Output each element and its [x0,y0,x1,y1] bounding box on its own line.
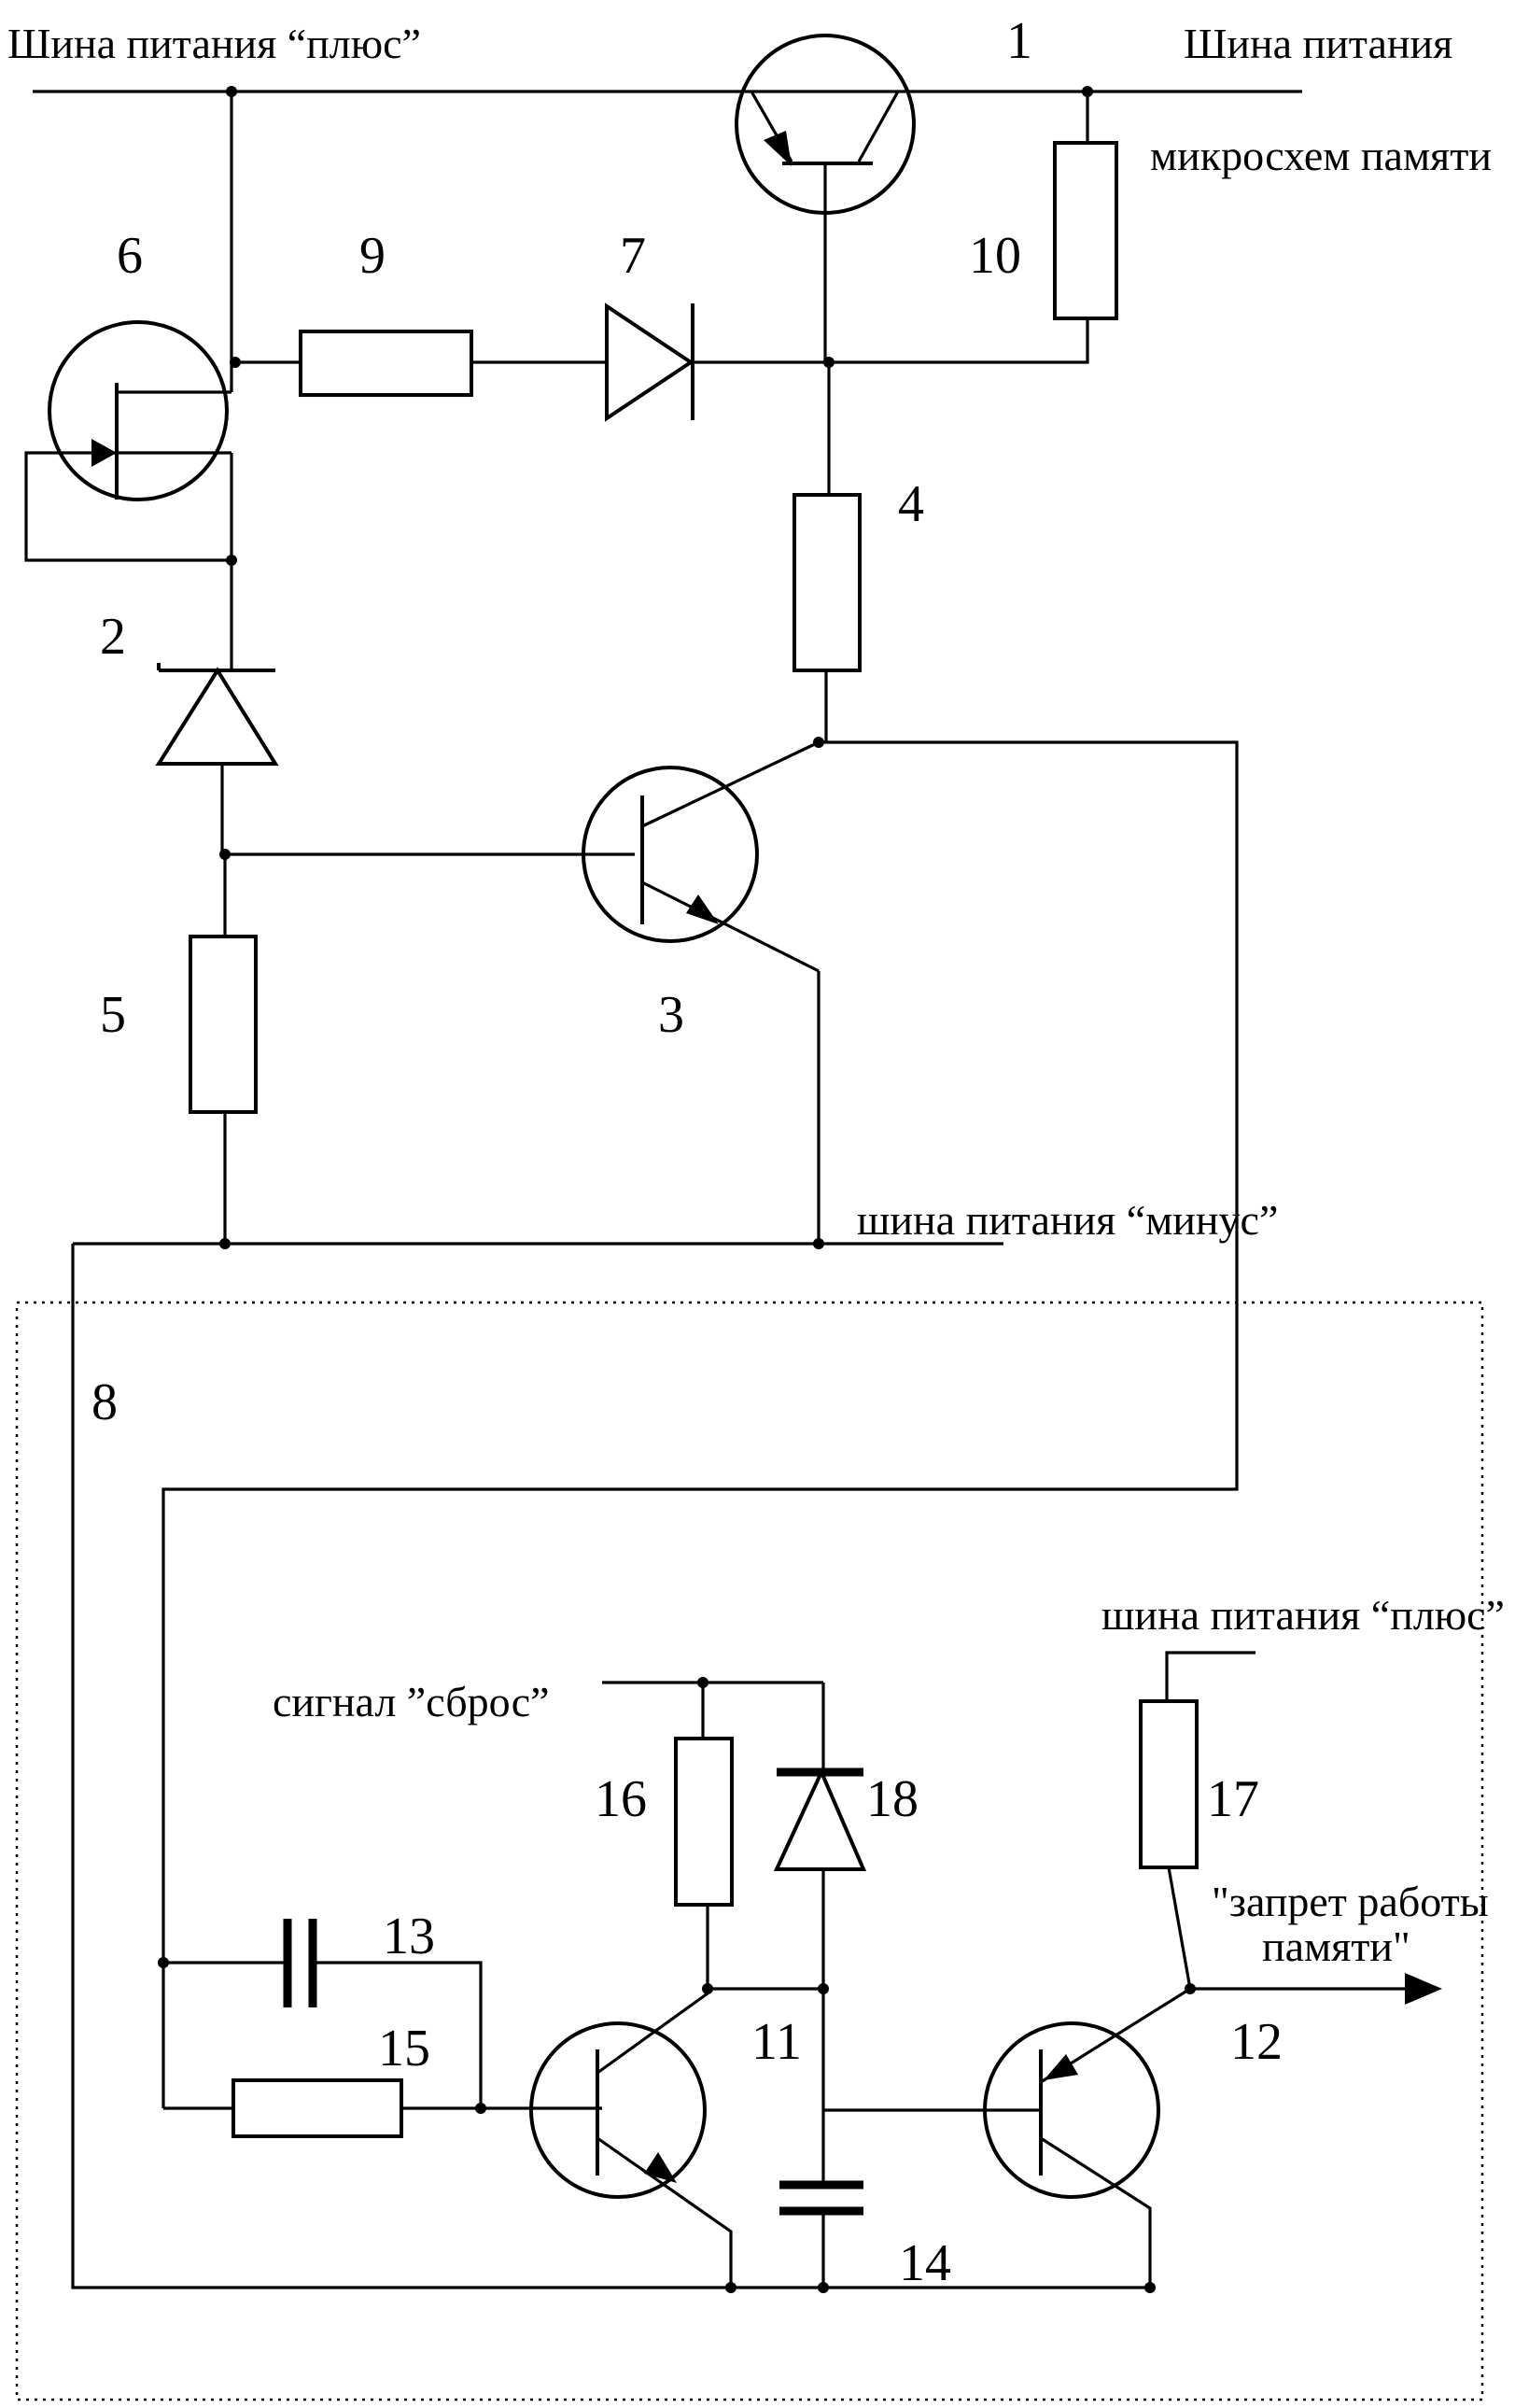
bus-minus-label: шина питания “минус” [857,1196,1278,1244]
bus-plus-bottom-label: шина питания “плюс” [1101,1591,1505,1639]
junction-dot [219,1238,231,1249]
component-17-number: 17 [1207,1770,1259,1828]
component-3-number: 3 [658,986,684,1044]
diode-7 [607,303,829,420]
memory-bus-label-line2: микросхем памяти [1150,132,1492,179]
junction-dot [818,2282,829,2293]
component-8-number: 8 [91,1373,118,1431]
transistor-12 [985,1989,1190,2288]
component-7-number: 7 [620,227,646,285]
capacitor-14 [779,2185,863,2288]
component-10-number: 10 [969,227,1021,285]
resistor-5 [190,854,256,1244]
transistor-3 [583,742,819,1244]
component-12-number: 12 [1230,2013,1283,2071]
memory-inhibit-label-line1: "запрет работы [1212,1878,1489,1925]
block-8-outline [17,1303,1482,2400]
component-14-number: 14 [899,2234,951,2292]
output-arrow [1190,1973,1442,2005]
transistor-11 [531,1993,731,2288]
reset-signal-label: сигнал ”сброс” [273,1678,550,1725]
component-15-number: 15 [378,2020,430,2077]
junction-dot [475,2103,486,2114]
zener-diode-2 [159,560,275,854]
memory-inhibit-label-line2: памяти" [1262,1922,1410,1970]
component-2-number: 2 [100,608,126,666]
component-6-number: 6 [117,227,143,285]
resistor-15 [163,2080,602,2136]
resistor-9 [235,331,607,395]
component-16-number: 16 [595,1770,647,1828]
fet-6 [26,322,231,560]
junction-dot [813,1238,824,1249]
component-13-number: 13 [383,1908,435,1965]
memory-bus-label-line1: Шина питания [1184,20,1452,67]
component-5-number: 5 [100,986,126,1044]
resistor-4 [794,362,860,742]
component-18-number: 18 [866,1770,919,1828]
component-1-number: 1 [1006,12,1032,70]
junction-dot [725,2282,736,2293]
transistor-1 [736,35,914,362]
component-9-number: 9 [359,227,386,285]
resistor-16 [676,1683,732,1993]
bus-plus-top-label: Шина питания “плюс” [7,20,421,67]
component-11-number: 11 [751,2013,802,2071]
component-4-number: 4 [898,475,924,533]
